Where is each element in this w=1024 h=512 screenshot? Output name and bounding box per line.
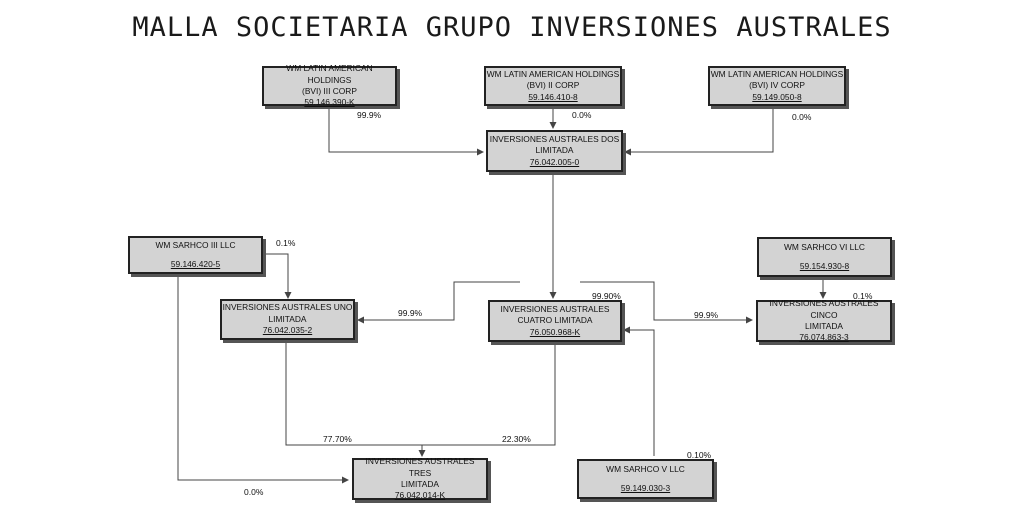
entity-name: (BVI) IV CORP	[749, 80, 805, 91]
entity-name: LIMITADA	[535, 145, 574, 156]
entity-rut: 59.154.930-8	[799, 260, 850, 271]
entity-wm-lah-ii: WM LATIN AMERICAN HOLDINGS (BVI) II CORP…	[484, 66, 622, 106]
entity-rut: 76.042.035-2	[262, 325, 313, 336]
entity-name: LIMITADA	[268, 313, 307, 324]
entity-ia-tres: INVERSIONES AUSTRALES TRES LIMITADA 76.0…	[352, 456, 488, 501]
pct-lah-iii-to-dos: 99.9%	[357, 110, 382, 120]
edge-cuatro-to-uno	[357, 281, 520, 324]
entity-rut: 76.042.005-0	[529, 156, 580, 167]
entity-wm-lah-iv: WM LATIN AMERICAN HOLDINGS (BVI) IV CORP…	[708, 66, 846, 106]
entity-wm-sarhco-iii: WM SARHCO III LLC 59.146.420-5	[128, 236, 263, 274]
pct-cuatro-to-tres: 22.30%	[502, 434, 531, 444]
entity-name: WM SARHCO V LLC	[606, 464, 685, 475]
edge-lah-iv-to-dos	[624, 107, 774, 156]
edge-cuatro-to-cinco	[580, 281, 753, 324]
entity-name: LIMITADA	[804, 321, 843, 331]
pct-lah-iv-to-dos: 0.0%	[792, 112, 812, 122]
entity-name: (BVI) III CORP	[302, 86, 357, 96]
edge-sarhco-iii-to-uno	[263, 253, 292, 299]
entity-name: WM LATIN AMERICAN HOLDINGS	[710, 68, 844, 79]
edge-cuatro-to-tres	[422, 342, 556, 446]
entity-rut: 59.146.410-8	[528, 91, 578, 102]
edge-uno-to-tres	[285, 340, 426, 457]
entity-name: CUATRO LIMITADA	[517, 315, 593, 326]
entity-rut: 59.146.390-K	[304, 97, 355, 108]
entity-name: INVERSIONES AUSTRALES UNO	[222, 302, 353, 313]
entity-ia-cinco: INVERSIONES AUSTRALES CINCO LIMITADA 76.…	[756, 298, 892, 343]
entity-name: INVERSIONES AUSTRALES CINCO	[769, 298, 879, 320]
edge-sarhco-iii-to-tres	[177, 274, 349, 484]
entity-ia-uno: INVERSIONES AUSTRALES UNO LIMITADA 76.04…	[220, 299, 355, 340]
entity-name: WM LATIN AMERICAN HOLDINGS	[486, 68, 620, 79]
entity-rut: 59.149.050-8	[752, 91, 802, 102]
pct-lah-ii-to-dos: 0.0%	[572, 110, 592, 120]
pct-dos-to-cuatro: 99.90%	[592, 291, 621, 301]
entity-name: (BVI) II CORP	[526, 80, 580, 91]
entity-wm-sarhco-v: WM SARHCO V LLC 59.149.030-3	[577, 459, 714, 499]
entity-name: INVERSIONES AUSTRALES DOS	[489, 133, 620, 144]
pct-cuatro-to-uno: 99.9%	[398, 308, 423, 318]
entity-wm-sarhco-vi: WM SARHCO VI LLC 59.154.930-8	[757, 237, 892, 277]
entity-rut: 76.050.968-K	[529, 326, 581, 337]
pct-sarhco-vi-to-cinco: 0.1%	[853, 291, 873, 301]
entity-name: INVERSIONES AUSTRALES	[500, 303, 610, 314]
edge-lah-iii-to-dos	[328, 107, 484, 156]
entity-ia-dos: INVERSIONES AUSTRALES DOS LIMITADA 76.04…	[486, 130, 623, 172]
entity-rut: 59.149.030-3	[620, 482, 671, 493]
entity-name: WM LATIN AMERICAN HOLDINGS	[286, 63, 373, 85]
pct-cuatro-to-cinco: 99.9%	[694, 310, 719, 320]
pct-uno-to-tres: 77.70%	[323, 434, 352, 444]
entity-name: WM SARHCO III LLC	[155, 240, 236, 251]
pct-sarhco-iii-to-uno: 0.1%	[276, 238, 296, 248]
entity-rut: 76.042.014-K	[394, 490, 446, 501]
entity-ia-cuatro: INVERSIONES AUSTRALES CUATRO LIMITADA 76…	[488, 300, 622, 342]
entity-wm-lah-iii: WM LATIN AMERICAN HOLDINGS (BVI) III COR…	[262, 63, 397, 108]
entity-name: WM SARHCO VI LLC	[784, 242, 865, 253]
pct-sarhco-iii-to-tres: 0.0%	[244, 487, 264, 497]
entity-name: LIMITADA	[400, 479, 439, 489]
entity-rut: 59.146.420-5	[170, 258, 221, 269]
entity-rut: 76.074.863-3	[799, 332, 849, 343]
edge-sarhco-v-to-cuatro	[623, 326, 655, 456]
page-title: MALLA SOCIETARIA GRUPO INVERSIONES AUSTR…	[132, 12, 892, 43]
entity-name: INVERSIONES AUSTRALES TRES	[365, 456, 475, 478]
pct-sarhco-v-to-cuatro: 0.10%	[687, 450, 712, 460]
